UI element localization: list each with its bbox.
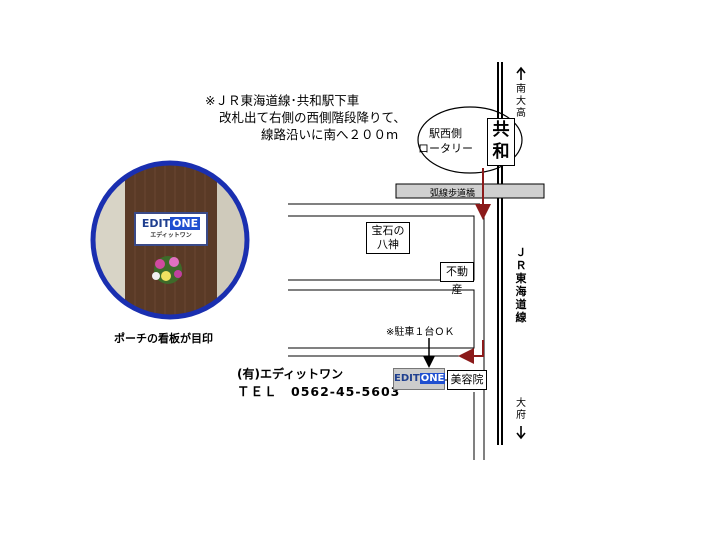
company-name: (有)エディットワン [237, 367, 344, 381]
rotary-label: 駅西側 ロータリー [418, 126, 473, 156]
vertical-char: 高 [516, 108, 526, 119]
vertical-char: 海 [515, 285, 527, 298]
directions-text: ※ＪＲ東海道線･共和駅下車 改札出て右側の西側階段降りて、 線路沿いに南へ２００… [205, 92, 406, 143]
landmark-beauty-salon: 美容院 [447, 370, 487, 390]
directions-line-2: 改札出て右側の西側階段降りて、 [219, 110, 406, 125]
route-arrows [458, 168, 491, 364]
south-direction-label: 大府 [514, 398, 528, 422]
rotary-label-line-1: 駅西側 [429, 127, 462, 140]
directions-line-3: 線路沿いに南へ２００m [261, 127, 399, 142]
vertical-char: 大 [516, 96, 526, 107]
landmark-jewelry-yagami: 宝石の 八神 [366, 222, 410, 254]
rotary-label-line-2: ロータリー [418, 142, 473, 155]
bridge-label: 弧線歩道橋 [430, 189, 476, 199]
vertical-char: Ｒ [515, 259, 527, 272]
vertical-char: 線 [515, 311, 527, 324]
sign-name-edit: EDIT [141, 217, 171, 230]
south-arrow-icon [516, 426, 526, 440]
station-char-1: 共 [492, 120, 510, 140]
company-tel: ＴＥＬ 0562-45-5603 [237, 384, 401, 399]
vertical-char: 東 [515, 272, 527, 285]
sign-kana: エディットワン [150, 232, 192, 239]
landmark-real-estate: 不動産 [440, 262, 474, 296]
north-arrow-icon [516, 66, 526, 80]
north-direction-label: 南大高 [514, 84, 528, 120]
logo-one: ONE [419, 373, 446, 384]
jewelry-label-line-1: 宝石の [371, 224, 405, 237]
station-label: 共和 [487, 118, 515, 166]
vertical-char: 府 [516, 410, 526, 421]
vertical-char: 大 [516, 398, 526, 409]
logo-edit: EDIT [394, 373, 420, 384]
parking-note: ※駐車１台ＯＫ [386, 327, 455, 338]
station-char-2: 和 [492, 142, 510, 162]
pedestrian-bridge [395, 183, 545, 199]
vertical-char: Ｊ [515, 246, 527, 259]
vertical-char: 南 [516, 84, 526, 95]
vertical-char: 道 [515, 298, 527, 311]
directions-line-1: ※ＪＲ東海道線･共和駅下車 [205, 93, 360, 108]
edit-one-location-logo: EDITONE [393, 368, 446, 390]
sign-name-one: ONE [170, 217, 201, 230]
photo-caption: ポーチの看板が目印 [114, 332, 213, 345]
jewelry-label-line-2: 八神 [377, 238, 399, 251]
